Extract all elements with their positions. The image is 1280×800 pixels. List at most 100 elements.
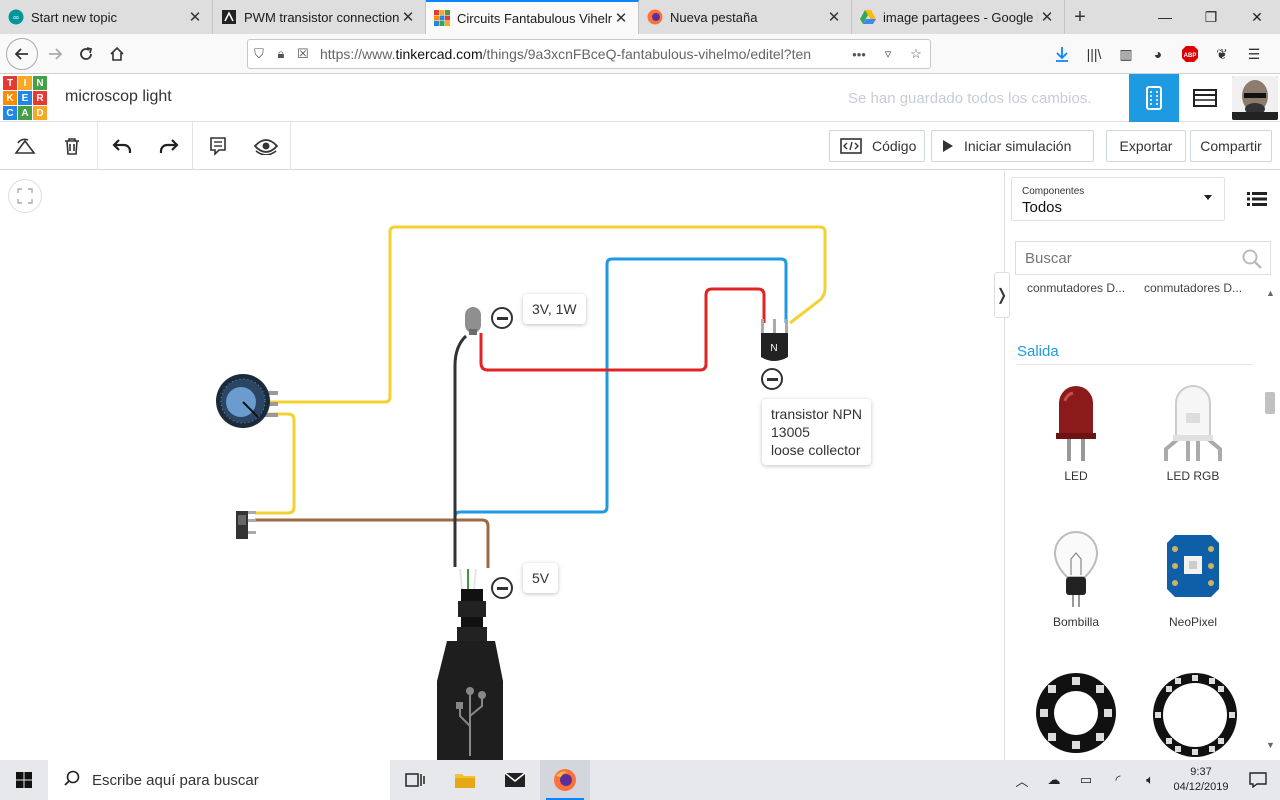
- fit-view-button[interactable]: [8, 179, 42, 213]
- delete-button[interactable]: [57, 132, 87, 160]
- wire-red[interactable]: [479, 287, 766, 372]
- component-label: Bombilla: [1052, 615, 1100, 629]
- component-neopixel-ring-small[interactable]: [1021, 671, 1131, 760]
- power-label[interactable]: 5V: [523, 563, 559, 593]
- search-input[interactable]: [1025, 249, 1235, 267]
- clock[interactable]: 9:37 04/12/2019: [1166, 765, 1236, 795]
- start-simulation-button[interactable]: Iniciar simulación: [931, 130, 1094, 162]
- close-tab-icon[interactable]: ✕: [614, 10, 628, 27]
- tab-google-drive[interactable]: image partagees - Google Dri ✕: [852, 0, 1065, 34]
- components-list-view-button[interactable]: [1180, 74, 1230, 122]
- forward-button[interactable]: [40, 39, 70, 69]
- bulb-component[interactable]: [465, 307, 481, 335]
- home-button[interactable]: [102, 39, 132, 69]
- task-view-button[interactable]: [390, 760, 440, 800]
- start-button[interactable]: [0, 760, 48, 800]
- panel-scrollbar[interactable]: ▲ ▼: [1262, 282, 1278, 760]
- share-button[interactable]: Compartir: [1190, 130, 1272, 162]
- component-neopixel-ring-large[interactable]: [1140, 671, 1250, 760]
- notifications-icon[interactable]: [1236, 772, 1280, 788]
- close-tab-icon[interactable]: ✕: [827, 9, 841, 26]
- rotate-button[interactable]: [10, 132, 40, 160]
- mail-button[interactable]: [490, 760, 540, 800]
- redo-button[interactable]: [154, 132, 184, 160]
- menu-icon[interactable]: ☰: [1247, 45, 1261, 62]
- restore-icon[interactable]: ❐: [1204, 8, 1218, 25]
- close-tab-icon[interactable]: ✕: [188, 9, 202, 26]
- export-button[interactable]: Exportar: [1106, 130, 1186, 162]
- back-button[interactable]: [6, 38, 38, 70]
- permissions-icon[interactable]: ☒: [297, 46, 309, 61]
- pocket-icon[interactable]: ▿: [884, 46, 892, 61]
- close-window-icon[interactable]: ✕: [1251, 8, 1263, 25]
- new-tab-button[interactable]: +: [1074, 5, 1086, 28]
- close-tab-icon[interactable]: ✕: [1040, 9, 1054, 26]
- onedrive-icon[interactable]: ☁: [1047, 772, 1061, 787]
- sidebar-icon[interactable]: ▥: [1119, 45, 1133, 62]
- shield-icon[interactable]: ⛉: [254, 46, 264, 61]
- circuit-view-button[interactable]: [1129, 74, 1179, 122]
- chevron-up-icon[interactable]: ︿: [1015, 773, 1029, 789]
- component-category-select[interactable]: Componentes Todos: [1011, 177, 1225, 221]
- tab-start-new-topic[interactable]: ∞ Start new topic ✕: [0, 0, 213, 34]
- user-avatar[interactable]: [1232, 76, 1278, 120]
- undo-button[interactable]: [107, 132, 137, 160]
- list-item[interactable]: conmutadores D...: [1027, 281, 1126, 295]
- firefox-icon: [554, 769, 576, 791]
- page-actions-icon[interactable]: •••: [852, 46, 866, 62]
- potentiometer[interactable]: [216, 374, 278, 428]
- visibility-button[interactable]: [251, 132, 281, 160]
- adblock-icon[interactable]: ABP: [1174, 42, 1206, 66]
- wire-yellow-switch[interactable]: [255, 412, 296, 515]
- collapse-panel-button[interactable]: ❭: [994, 272, 1010, 318]
- tinkercad-logo[interactable]: T I N K E R C A D: [3, 76, 47, 120]
- wifi-icon[interactable]: ◜: [1115, 772, 1121, 787]
- project-name[interactable]: microscop light: [65, 88, 172, 105]
- taskbar-search[interactable]: Escribe aquí para buscar: [48, 760, 390, 800]
- power-minus-marker[interactable]: [491, 577, 513, 599]
- notes-button[interactable]: [203, 132, 233, 160]
- url-bar[interactable]: ⛉ 🔒︎ ☒ https://www.tinkercad.com/things/…: [247, 39, 931, 69]
- component-led-rgb[interactable]: LED RGB: [1138, 383, 1248, 483]
- file-explorer-button[interactable]: [440, 760, 490, 800]
- transistor-label[interactable]: transistor NPN 13005 loose collector: [762, 399, 872, 465]
- download-icon[interactable]: [1046, 42, 1078, 66]
- scrollbar-thumb[interactable]: [1265, 392, 1275, 414]
- tab-pwm-transistor[interactable]: PWM transistor connection - ✕: [213, 0, 426, 34]
- volume-icon[interactable]: 🔈︎: [1146, 772, 1154, 787]
- component-led[interactable]: LED: [1021, 383, 1131, 483]
- component-bulb[interactable]: Bombilla: [1021, 529, 1131, 629]
- library-icon[interactable]: |||\: [1086, 46, 1102, 62]
- transistor-minus-marker[interactable]: [761, 368, 783, 390]
- bookmark-star-icon[interactable]: ☆: [910, 46, 922, 61]
- code-button[interactable]: Código: [829, 130, 925, 162]
- extension-face-icon[interactable]: ◕: [1153, 46, 1163, 62]
- lock-icon[interactable]: 🔒︎: [277, 46, 285, 61]
- list-view-button[interactable]: [1247, 191, 1267, 212]
- reload-button[interactable]: [71, 39, 101, 69]
- close-tab-icon[interactable]: ✕: [401, 9, 415, 26]
- extension-leaf-icon[interactable]: ❦: [1216, 45, 1228, 62]
- list-item[interactable]: conmutadores D...: [1144, 281, 1243, 295]
- wire-blue[interactable]: [453, 257, 788, 567]
- bulb-minus-marker[interactable]: [491, 307, 513, 329]
- firefox-taskbar-button[interactable]: [540, 760, 590, 800]
- npn-transistor[interactable]: [761, 319, 788, 361]
- scroll-down-icon[interactable]: ▼: [1266, 740, 1275, 750]
- slide-switch[interactable]: [236, 511, 256, 539]
- tab-new-tab[interactable]: Nueva pestaña ✕: [639, 0, 852, 34]
- bulb-label[interactable]: 3V, 1W: [523, 294, 586, 324]
- tab-circuits[interactable]: Circuits Fantabulous Vihelmo ✕: [426, 0, 639, 34]
- minimize-icon[interactable]: —: [1158, 9, 1172, 25]
- component-neopixel[interactable]: NeoPixel: [1138, 529, 1248, 629]
- task-view-icon: [405, 773, 425, 787]
- usb-power-supply[interactable]: [437, 568, 503, 760]
- wire-black[interactable]: [453, 334, 468, 567]
- circuit-canvas[interactable]: N 3V, 1W transistor NPN 13005 loose coll…: [0, 171, 1004, 760]
- search-icon[interactable]: [1242, 249, 1262, 273]
- scroll-up-icon[interactable]: ▲: [1266, 288, 1275, 298]
- wire-yellow-top[interactable]: [266, 225, 827, 404]
- wire-brown[interactable]: [255, 518, 490, 568]
- battery-icon[interactable]: ▭: [1079, 772, 1093, 787]
- url-text[interactable]: https://www.tinkercad.com/things/9a3xcnF…: [314, 46, 844, 62]
